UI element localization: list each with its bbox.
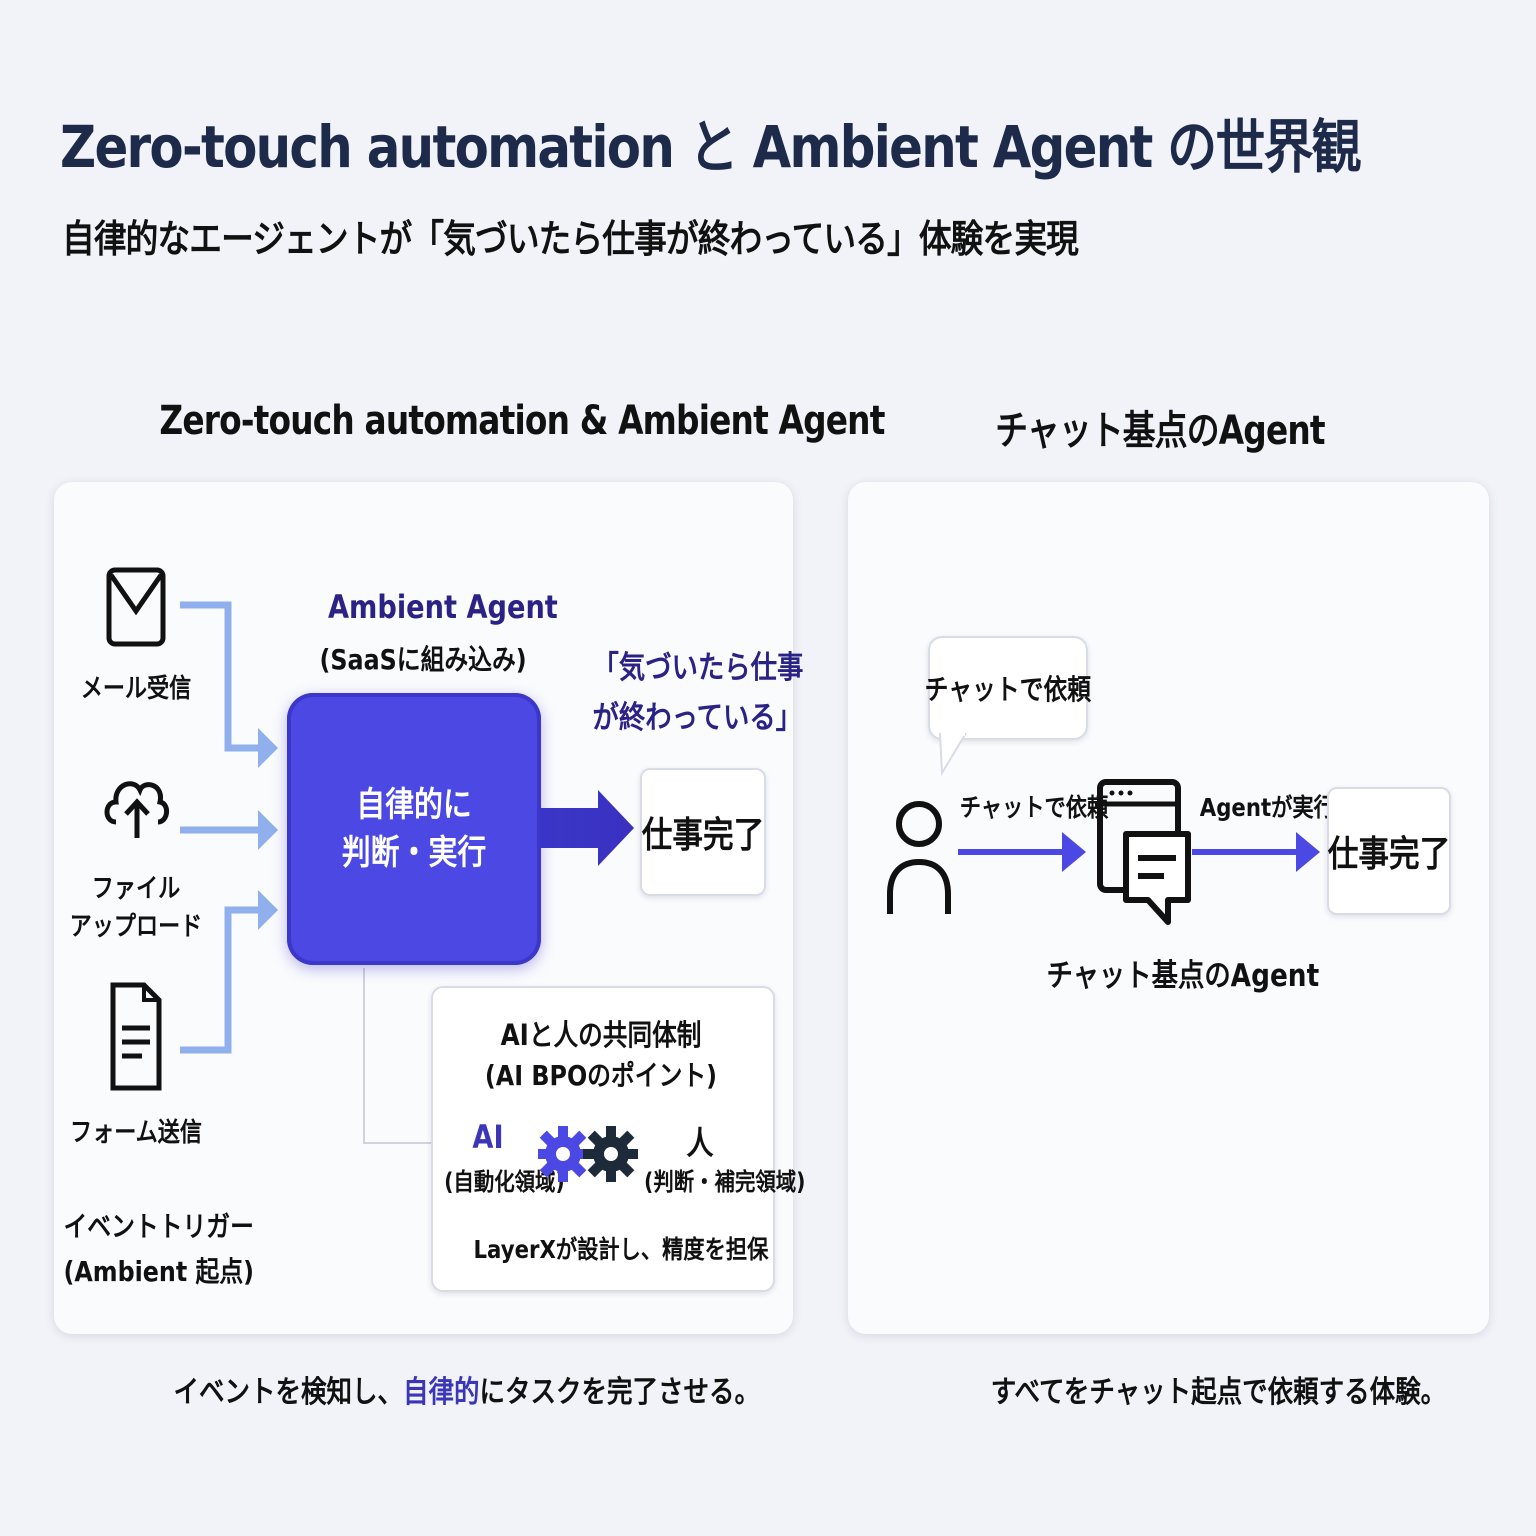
left-caption-prefix: イベントを検知し、 [173,1375,404,1410]
chat-window-icon [1097,779,1191,925]
gears-icon [538,1126,638,1182]
chat-agent-label: チャット基点のAgent [1046,958,1320,994]
right-section-heading: チャット基点のAgent [995,408,1325,454]
arrow2-label: Agentが実行 [1199,793,1335,822]
cloud-upload-icon [104,781,169,838]
document-icon [110,982,162,1091]
person-icon [887,801,951,914]
right-done-text: 仕事完了 [1327,834,1451,875]
collab-footer: LayerXが設計し、精度を担保 [473,1235,769,1264]
quote-line1: 「気づいたら仕事 [592,650,804,686]
collab-title: AIと人の共同体制 [500,1018,702,1052]
left-done-card: 仕事完了 [640,768,766,896]
chat-bubble-tail [938,733,968,777]
left-caption: イベントを検知し、自律的にタスクを完了させる。 [173,1367,761,1411]
left-caption-suffix: にタスクを完了させる。 [479,1375,761,1410]
chat-bubble-text: チャットで依頼 [924,673,1092,706]
page-title: Zero-touch automation と Ambient Agent の世… [60,113,1362,181]
page-subtitle: 自律的なエージェントが「気づいたら仕事が終わっている」体験を実現 [62,217,1079,261]
right-done-card: 仕事完了 [1327,787,1451,915]
left-caption-accent: 自律的 [403,1375,480,1410]
left-done-text: 仕事完了 [641,815,765,856]
trigger-file-label-1: ファイル [91,874,181,904]
trigger-mail-label: メール受信 [80,674,192,704]
agent-subtitle: (SaaSに組み込み) [319,643,527,676]
agent-box-line2: 判断・実行 [341,833,487,873]
trigger-file-label-2: アップロード [69,912,203,942]
mail-icon [106,567,166,647]
trigger-form-label: フォーム送信 [70,1118,202,1148]
agent-box-line1: 自律的に [356,785,472,825]
agent-box: 自律的に 判断・実行 [287,693,541,965]
chat-bubble: チャットで依頼 [924,636,1092,740]
collab-human-label: 人 [686,1124,714,1162]
collab-subtitle: (AI BPOのポイント) [484,1059,718,1092]
right-caption: すべてをチャット起点で依頼する体験。 [990,1375,1447,1410]
arrow1-label: チャットで依頼 [959,793,1109,822]
collab-ai-label: AI [472,1118,504,1156]
quote-line2: が終わっている」 [592,700,803,736]
